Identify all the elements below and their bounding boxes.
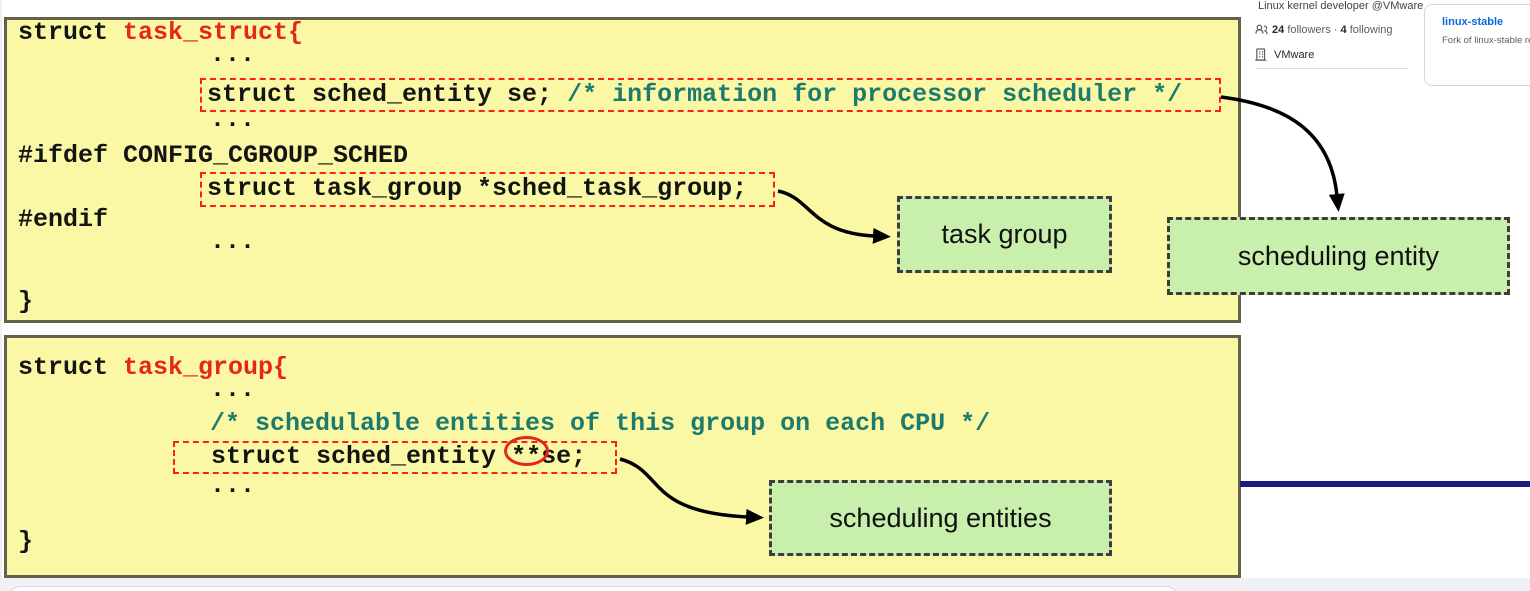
double-pointer-circle	[504, 436, 549, 466]
organization-icon	[1255, 48, 1267, 61]
task-struct-code-box	[4, 17, 1241, 323]
task-group-label: task group	[941, 219, 1068, 249]
code-line-close-brace: }	[18, 287, 34, 316]
code-line-struct-task-struct: struct task_struct{	[18, 20, 303, 45]
people-icon	[1255, 24, 1268, 35]
profile-bio: Linux kernel developer @VMware	[1258, 0, 1424, 12]
followers-count[interactable]: 24	[1272, 23, 1285, 36]
code-ellipsis: ...	[210, 40, 256, 69]
code-line-sched-entity: struct sched_entity se; /* information f…	[207, 82, 1182, 107]
code-comment-schedulable: /* schedulable entities of this group on…	[210, 409, 991, 438]
repo-name-link[interactable]: linux-stable	[1442, 16, 1504, 28]
highlight-sched-task-group-line	[200, 172, 775, 207]
code-decl: struct sched_entity	[211, 442, 512, 471]
scheduling-entity-label-box: scheduling entity	[1167, 217, 1510, 295]
code-line-ifdef: #ifdef CONFIG_CGROUP_SCHED	[18, 141, 409, 170]
dot-separator: ·	[1333, 23, 1338, 36]
code-ellipsis: ...	[210, 375, 256, 404]
code-line-close-brace: }	[18, 527, 34, 556]
code-line-endif: #endif	[18, 205, 109, 234]
code-struct-name: task_group{	[123, 353, 289, 382]
code-ellipsis: ...	[210, 471, 256, 500]
bottom-card-edge	[8, 586, 1178, 591]
followers-label[interactable]: followers	[1287, 23, 1331, 36]
code-ellipsis: ...	[210, 227, 256, 256]
code-keyword: struct	[18, 353, 124, 382]
scheduling-entity-label: scheduling entity	[1237, 240, 1440, 271]
highlight-sched-entity-line	[200, 78, 1221, 112]
followers-row[interactable]: 24 followers · 4 following	[1255, 23, 1393, 36]
code-keyword: struct	[18, 18, 124, 47]
following-count[interactable]: 4	[1340, 23, 1347, 36]
organization-row[interactable]: VMware	[1255, 48, 1314, 61]
repo-card[interactable]: linux-stable Fork of linux-stable repo	[1424, 4, 1530, 86]
navy-divider-line	[1240, 481, 1530, 487]
sidebar-divider	[1256, 68, 1408, 69]
scheduling-entities-label-box: scheduling entities	[769, 480, 1112, 556]
code-comment: /* information for processor scheduler *…	[567, 80, 1183, 109]
scheduling-entities-label: scheduling entities	[829, 502, 1052, 533]
following-label[interactable]: following	[1349, 23, 1393, 36]
task-group-label-box: task group	[897, 196, 1112, 273]
code-line-struct-task-group: struct task_group{	[18, 355, 288, 380]
page-edge	[0, 0, 2, 591]
repo-description: Fork of linux-stable repo	[1442, 35, 1530, 46]
highlight-se-array-line	[173, 441, 617, 474]
organization-name[interactable]: VMware	[1274, 48, 1315, 61]
code-ellipsis: ...	[210, 105, 256, 134]
code-struct-name: task_struct{	[123, 18, 304, 47]
code-decl: struct sched_entity se;	[207, 80, 568, 109]
code-line-sched-task-group: struct task_group *sched_task_group;	[207, 174, 748, 203]
